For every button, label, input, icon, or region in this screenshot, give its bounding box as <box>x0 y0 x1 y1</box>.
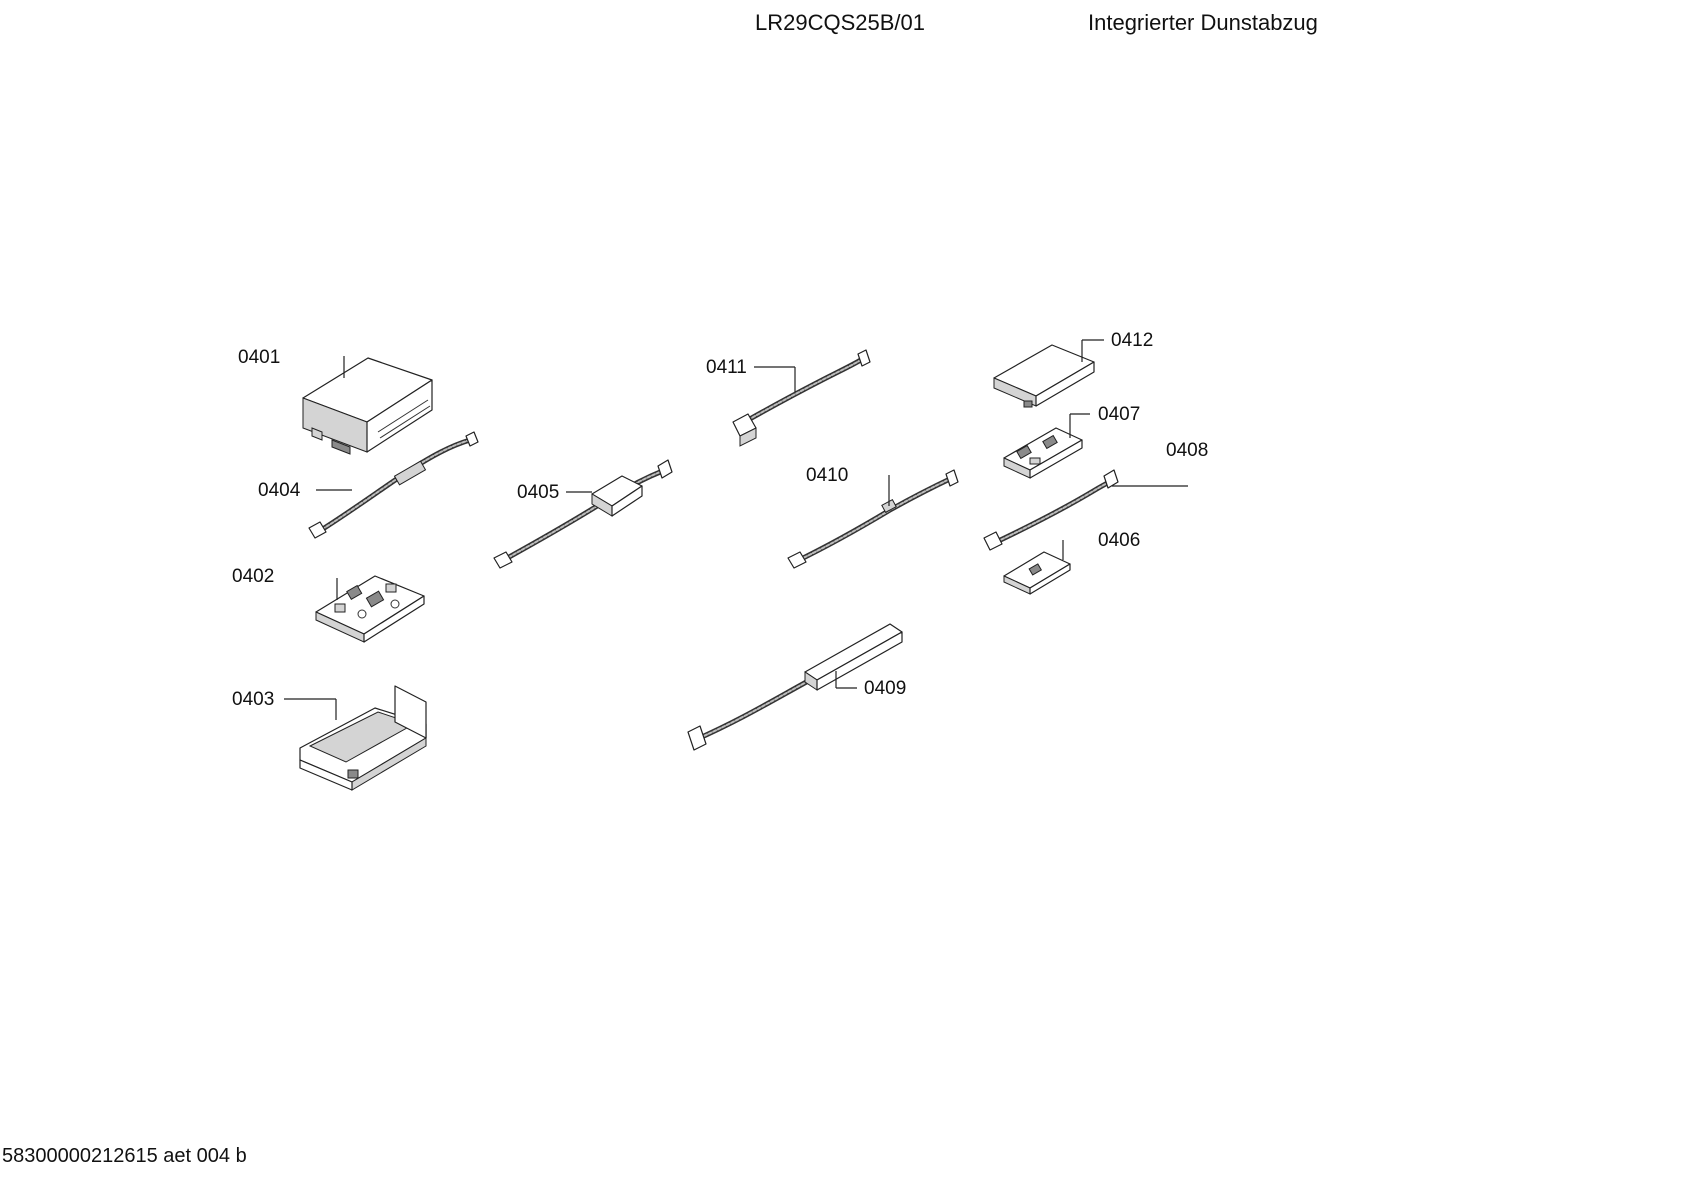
part-0405-cable-with-filter[interactable] <box>493 459 673 569</box>
part-0401-housing[interactable] <box>302 357 433 455</box>
label-0412: 0412 <box>1111 330 1153 351</box>
label-0403: 0403 <box>232 689 274 710</box>
part-0404-cable[interactable] <box>308 431 479 539</box>
label-0406: 0406 <box>1098 530 1140 551</box>
part-0402-circuit-board[interactable] <box>315 575 425 643</box>
part-0411-cable[interactable] <box>732 349 871 447</box>
label-0407: 0407 <box>1098 404 1140 425</box>
label-0409: 0409 <box>864 678 906 699</box>
label-0401: 0401 <box>238 347 280 368</box>
appliance-description: Integrierter Dunstabzug <box>1088 10 1318 35</box>
label-0411: 0411 <box>706 357 747 378</box>
model-number: LR29CQS25B/01 <box>755 10 925 35</box>
label-0405: 0405 <box>517 482 559 503</box>
part-0407-small-board[interactable] <box>1003 427 1083 479</box>
label-0410: 0410 <box>806 465 848 486</box>
part-0406-sensor-board[interactable] <box>1003 551 1071 595</box>
part-0412-module[interactable] <box>993 344 1095 408</box>
label-0404: 0404 <box>258 480 301 501</box>
part-0410-cable[interactable] <box>787 469 959 569</box>
part-0409-cable-duct[interactable] <box>687 623 903 751</box>
part-0403-tray[interactable] <box>299 685 427 791</box>
document-id: 58300000212615 aet 004 b <box>2 1145 247 1167</box>
label-0408: 0408 <box>1166 440 1208 461</box>
label-0402: 0402 <box>232 566 274 587</box>
part-0408-cable[interactable] <box>983 469 1119 551</box>
